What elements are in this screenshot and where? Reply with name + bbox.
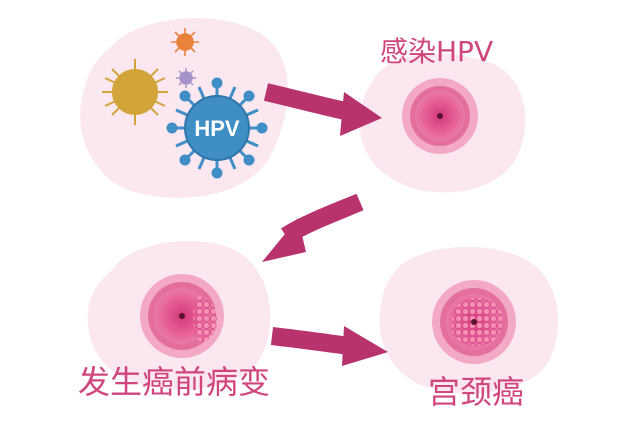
stage-label-infection: 感染HPV	[380, 35, 494, 68]
arrow-to-cancer	[270, 326, 388, 366]
cancer-cell	[432, 280, 516, 364]
orange-virus-icon	[171, 28, 199, 56]
purple-virus-icon	[176, 68, 196, 88]
stage-label-precancer: 发生癌前病变	[78, 363, 271, 401]
infected-cell	[402, 78, 478, 154]
hpv-virus-icon: HPV	[166, 77, 268, 179]
precancer-cell	[140, 274, 224, 358]
arrow-to-precancer	[262, 193, 364, 262]
hpv-virus-label: HPV	[194, 116, 240, 141]
arrow-to-infection	[263, 83, 382, 136]
abnormal-cells	[193, 296, 218, 342]
cancer-mass	[452, 297, 503, 346]
stage-label-cancer: 宫颈癌	[428, 373, 525, 411]
gold-virus-icon	[102, 59, 168, 125]
virus-cluster: HPV	[102, 28, 268, 179]
